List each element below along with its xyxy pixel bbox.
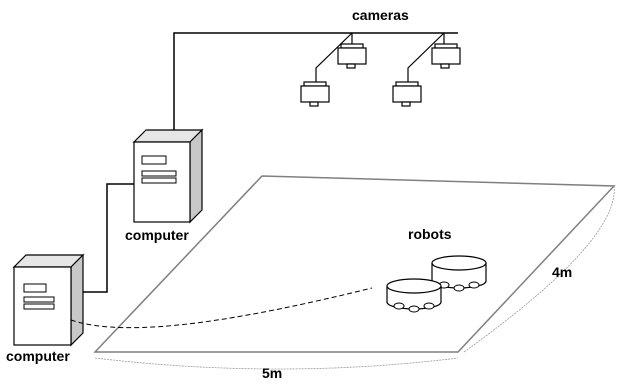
cameras-label: cameras [352,7,409,23]
computer-icon [12,253,85,347]
wireless-link [70,287,373,329]
camera-cable-branch-3 [407,32,445,82]
computer-label-bottom: computer [6,348,70,364]
robots-label: robots [408,226,452,242]
computer-icon [132,128,204,224]
camera-icon [431,43,461,69]
computer-label-top: computer [125,227,189,243]
camera-cable-branch-1 [315,32,353,82]
width-label: 5m [262,365,283,381]
camera-icon [300,81,330,107]
computer-link-cable [83,183,134,293]
robot-icon [431,255,487,292]
robot-icon [386,278,442,313]
floor-area [93,175,616,353]
depth-dimension-arc [463,185,615,353]
depth-label: 4m [552,264,573,280]
width-dimension-arc [94,357,459,370]
camera-icon [337,43,367,69]
camera-cable [173,32,458,130]
camera-icon [392,81,422,107]
